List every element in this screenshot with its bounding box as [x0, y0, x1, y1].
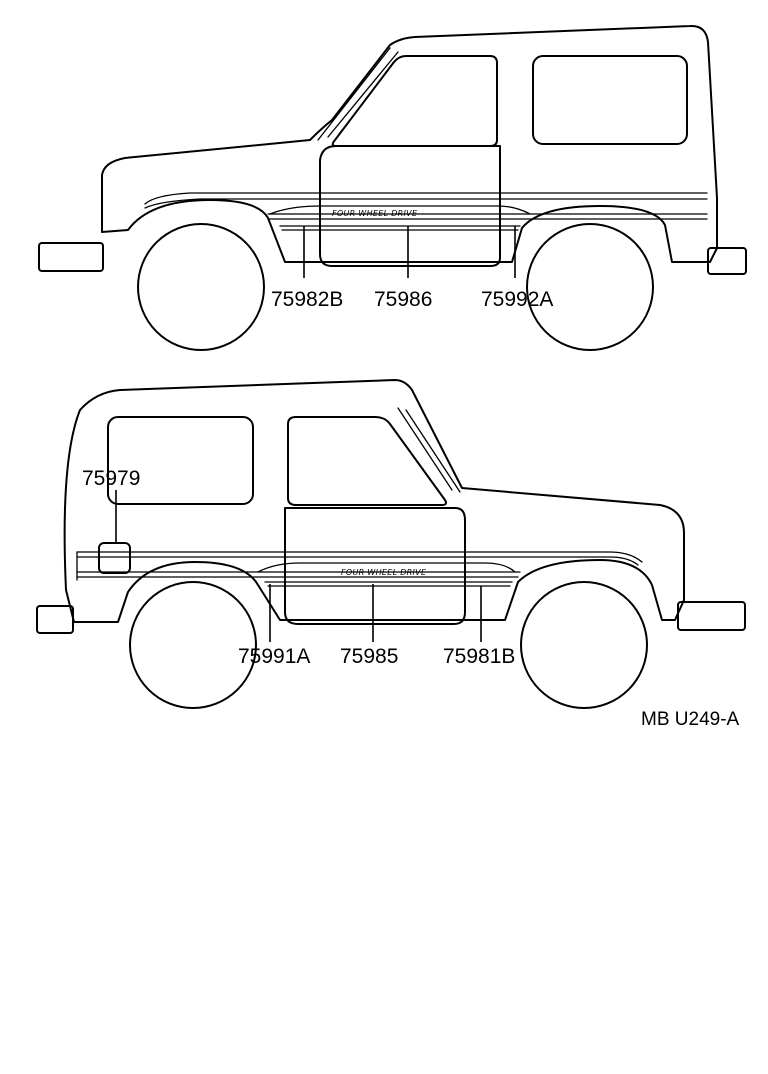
top-rocker-lower	[279, 225, 521, 231]
bottom-leader-lines	[115, 490, 482, 642]
top-door	[319, 145, 501, 267]
figure-code: MB U249-A	[641, 709, 740, 730]
callout-75981B: 75981B	[443, 645, 515, 668]
top-decal-text: FOUR WHEEL DRIVE	[332, 209, 418, 218]
callout-75979: 75979	[82, 467, 140, 490]
bottom-body-outline	[63, 379, 686, 623]
bottom-rear-window	[107, 416, 254, 505]
bottom-fuel-door	[98, 542, 131, 574]
bottom-decal-text: FOUR WHEEL DRIVE	[341, 568, 427, 577]
top-rear-window	[532, 55, 688, 145]
bottom-front-wheel	[520, 581, 648, 709]
callout-75986: 75986	[374, 288, 432, 311]
bottom-a-pillar	[397, 407, 461, 493]
callout-75985: 75985	[340, 645, 398, 668]
callout-75991A: 75991A	[238, 645, 310, 668]
callout-75982B: 75982B	[271, 288, 343, 311]
top-rear-wheel	[526, 223, 654, 351]
top-leader-lines	[303, 226, 516, 278]
top-a-pillar	[317, 47, 399, 141]
bottom-rocker-lower	[264, 581, 513, 587]
callout-75992A: 75992A	[481, 288, 553, 311]
vehicle-top-view: FOUR WHEEL DRIVE 75982B 75986 75992A	[38, 24, 747, 351]
bottom-rear-wheel	[129, 581, 257, 709]
bottom-door	[284, 507, 466, 625]
bottom-front-bumper	[677, 601, 746, 631]
top-rocker-garnish	[269, 205, 531, 215]
bottom-door-window	[287, 416, 447, 506]
top-body-stripe	[144, 192, 708, 220]
bottom-rear-bumper	[36, 605, 74, 634]
bottom-rocker-garnish	[257, 562, 516, 573]
top-rear-bumper	[707, 247, 747, 275]
top-front-bumper	[38, 242, 104, 272]
top-body-outline	[101, 24, 718, 263]
top-front-wheel	[137, 223, 265, 351]
bottom-body-stripe	[76, 551, 643, 578]
vehicle-bottom-view: FOUR WHEEL DRIVE 75979 75991A 75985 7598…	[36, 379, 746, 709]
